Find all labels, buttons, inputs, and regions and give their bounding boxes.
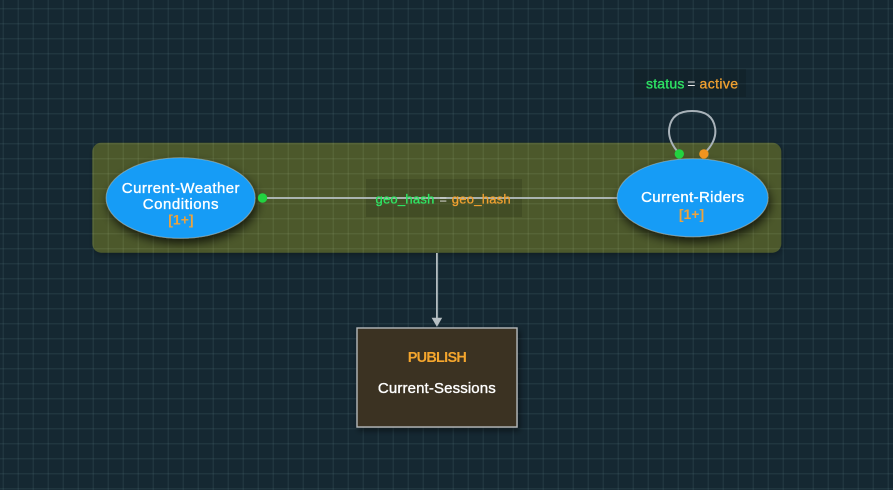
svg-text:status: status (646, 75, 685, 91)
svg-text:PUBLISH: PUBLISH (408, 350, 467, 366)
svg-text:=: = (439, 192, 447, 207)
svg-text:[1+]: [1+] (679, 206, 704, 222)
svg-text:geo_hash: geo_hash (375, 192, 434, 207)
svg-text:geo_hash: geo_hash (452, 192, 511, 207)
svg-text:[1+]: [1+] (168, 211, 193, 227)
svg-text:Conditions: Conditions (143, 196, 219, 213)
svg-text:Current-Sessions: Current-Sessions (378, 380, 496, 397)
svg-text:Current-Weather: Current-Weather (122, 180, 240, 197)
svg-text:active: active (700, 75, 739, 91)
svg-text:=: = (687, 75, 695, 91)
svg-text:Current-Riders: Current-Riders (641, 189, 744, 206)
